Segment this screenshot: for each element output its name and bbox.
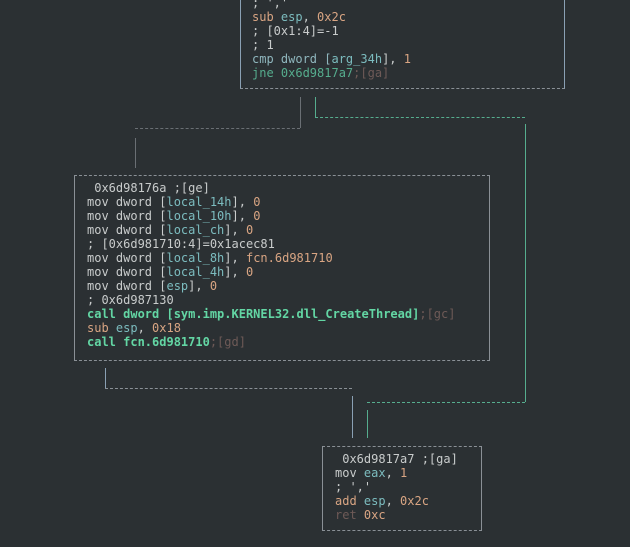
- jne-instruction[interactable]: jne 0x6d9817a7: [252, 66, 354, 80]
- comment-line: ; [0x6d981710:4]=0x1acec81: [87, 237, 275, 251]
- mnemonic: mov dword [: [87, 209, 167, 223]
- jump-ref[interactable]: ;[ga]: [353, 66, 390, 80]
- block-header: 0x6d9817a7 ;[ga]: [335, 452, 458, 466]
- immediate: 0: [253, 209, 261, 223]
- asm-line: ret 0xc: [335, 508, 386, 522]
- sep: ,: [302, 10, 318, 24]
- immediate: 0x2c: [400, 494, 429, 508]
- asm-line: add esp, 0x2c: [335, 494, 429, 508]
- sep: ],: [188, 279, 210, 293]
- edge-true: [315, 117, 525, 118]
- mnemonic: ret: [335, 508, 357, 522]
- sep: ],: [224, 265, 246, 279]
- sep: ],: [224, 223, 246, 237]
- immediate: 0x2c: [317, 10, 346, 24]
- asm-line: sub esp, 0x2c: [252, 10, 346, 24]
- mnemonic: mov dword [: [87, 251, 167, 265]
- register: esp: [108, 321, 138, 335]
- sep: ],: [231, 209, 254, 223]
- operand: arg_34h: [331, 52, 383, 66]
- basic-block-top[interactable]: ; ',' sub esp, 0x2c ; [0x1:4]=-1 ; 1 cmp…: [240, 0, 565, 89]
- basic-block-0x6d98176a[interactable]: 0x6d98176a ;[ge] mov dword [local_14h], …: [74, 175, 490, 361]
- edge-true: [367, 402, 525, 403]
- comment-line: ; 1: [252, 38, 274, 52]
- block-header: 0x6d98176a ;[ge]: [87, 181, 210, 195]
- comment-line: ; ',': [335, 480, 372, 494]
- call-line[interactable]: call dword [sym.imp.KERNEL32.dll_CreateT…: [87, 307, 455, 321]
- asm-line: cmp dword [arg_34h], 1: [252, 52, 411, 66]
- operand: local_8h: [166, 251, 225, 265]
- edge-jump: [352, 396, 353, 438]
- immediate: 0: [209, 279, 218, 293]
- operand: esp: [166, 279, 189, 293]
- mnemonic: mov dword [: [87, 223, 167, 237]
- sep: ],: [231, 195, 254, 209]
- immediate: 1: [403, 52, 411, 66]
- edge-true: [525, 124, 526, 402]
- mnemonic: sub: [252, 10, 274, 24]
- asm-line: mov dword [local_4h], 0: [87, 265, 253, 279]
- edge-false: [300, 97, 301, 128]
- edge-true: [367, 410, 368, 438]
- mnemonic: sub: [87, 321, 109, 335]
- register: esp: [273, 10, 303, 24]
- asm-line: mov dword [local_10h], 0: [87, 209, 260, 223]
- sep: ],: [224, 251, 246, 265]
- register: esp: [356, 494, 386, 508]
- mnemonic: mov dword [: [87, 265, 167, 279]
- edge-jump: [105, 368, 106, 388]
- mnemonic: mov: [335, 466, 357, 480]
- asm-line: sub esp, 0x18: [87, 321, 181, 335]
- jump-ref[interactable]: ;[gd]: [209, 335, 246, 349]
- sep: ,: [385, 466, 401, 480]
- immediate: 0: [253, 195, 261, 209]
- immediate: 0: [245, 265, 254, 279]
- asm-line: mov dword [local_14h], 0: [87, 195, 260, 209]
- immediate: 1: [400, 466, 408, 480]
- operand: local_14h: [166, 195, 232, 209]
- asm-line: mov dword [local_ch], 0: [87, 223, 253, 237]
- jump-ref[interactable]: ;[gc]: [419, 307, 456, 321]
- register: eax: [356, 466, 386, 480]
- jump-line[interactable]: jne 0x6d9817a7;[ga]: [252, 66, 389, 80]
- mnemonic: mov dword [: [87, 195, 167, 209]
- mnemonic: cmp dword [: [252, 52, 332, 66]
- immediate: 0xc: [356, 508, 386, 522]
- comment-line: ; [0x1:4]=-1: [252, 24, 339, 38]
- comment-line: ; 0x6d987130: [87, 293, 174, 307]
- asm-line: mov dword [esp], 0: [87, 279, 217, 293]
- mnemonic: mov dword [: [87, 279, 167, 293]
- operand: local_10h: [166, 209, 232, 223]
- asm-line: mov dword [local_8h], fcn.6d981710: [87, 251, 333, 265]
- asm-line: mov eax, 1: [335, 466, 407, 480]
- edge-false: [135, 138, 136, 168]
- mnemonic: add: [335, 494, 357, 508]
- edge-false: [135, 128, 300, 129]
- function-ref[interactable]: fcn.6d981710: [245, 251, 333, 265]
- operand: local_4h: [166, 265, 225, 279]
- edge-true: [315, 97, 316, 117]
- basic-block-0x6d9817a7[interactable]: 0x6d9817a7 ;[ga] mov eax, 1 ; ',' add es…: [322, 446, 482, 531]
- comment-line: ; ',': [252, 0, 289, 10]
- immediate: 0x18: [152, 321, 181, 335]
- sep: ,: [385, 494, 401, 508]
- sep: ],: [382, 52, 404, 66]
- operand: local_ch: [166, 223, 225, 237]
- sep: ,: [137, 321, 153, 335]
- immediate: 0: [245, 223, 254, 237]
- call-instruction[interactable]: call dword [sym.imp.KERNEL32.dll_CreateT…: [87, 307, 420, 321]
- call-line[interactable]: call fcn.6d981710;[gd]: [87, 335, 246, 349]
- call-instruction[interactable]: call fcn.6d981710: [87, 335, 210, 349]
- edge-jump: [105, 388, 352, 389]
